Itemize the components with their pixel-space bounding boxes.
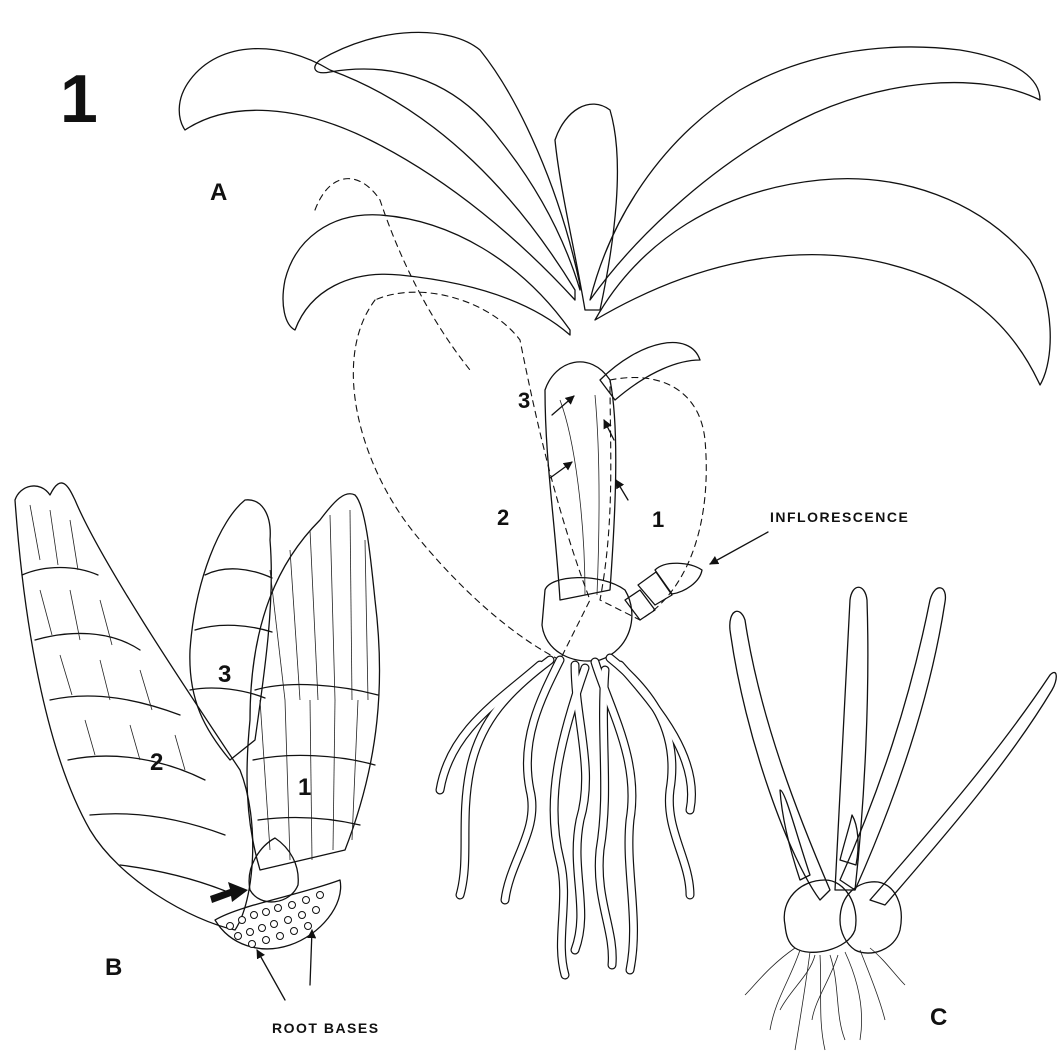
root-mass xyxy=(440,658,692,975)
panel-label-c: C xyxy=(930,1004,947,1031)
corm-1-ridges xyxy=(253,685,378,825)
sheath-line xyxy=(595,395,599,595)
leaf xyxy=(179,49,575,300)
leaf xyxy=(590,47,1040,300)
leaf xyxy=(315,32,580,290)
root-bases-arrow xyxy=(310,930,312,985)
corm-1 xyxy=(247,494,380,870)
inflorescence-pointer-arrow xyxy=(710,532,768,564)
arrow xyxy=(550,462,572,478)
leaf xyxy=(555,104,617,310)
new-corm xyxy=(542,578,632,661)
leaf xyxy=(840,588,945,890)
leaf xyxy=(600,343,700,400)
corm-marker-b1: 1 xyxy=(298,774,311,801)
corm-roots xyxy=(745,948,905,1050)
corm-bulb xyxy=(784,880,856,952)
corm-bud xyxy=(249,838,298,902)
bold-arrow xyxy=(210,882,248,903)
corm-2-outline xyxy=(353,292,590,660)
leaf xyxy=(283,215,570,335)
leaf xyxy=(595,179,1050,385)
corm-1-outline xyxy=(600,378,706,621)
corm-2-fibres xyxy=(30,505,185,770)
corm-3 xyxy=(190,500,271,760)
figure-number: 1 xyxy=(60,61,98,137)
sheath-line xyxy=(560,400,585,595)
corm-marker-a2: 2 xyxy=(497,505,509,530)
inflorescence-label: INFLORESCENCE xyxy=(770,509,909,525)
leaf xyxy=(870,673,1056,905)
arrow xyxy=(552,396,574,415)
panel-b-drawing xyxy=(15,483,380,1000)
panel-label-a: A xyxy=(210,179,227,206)
panel-a-drawing xyxy=(179,32,1050,975)
leaf xyxy=(730,611,830,900)
arrow xyxy=(616,480,628,500)
arrow xyxy=(604,420,614,440)
root-bases xyxy=(227,892,324,948)
panel-c-drawing xyxy=(730,587,1056,1050)
root-bases-arrow xyxy=(257,950,285,1000)
corm-marker-a1: 1 xyxy=(652,507,664,532)
corm-marker-b2: 2 xyxy=(150,749,163,776)
panel-label-b: B xyxy=(105,954,122,981)
corm-2 xyxy=(15,483,253,930)
root-bases-label: ROOT BASES xyxy=(272,1020,380,1036)
inflorescence xyxy=(625,563,702,620)
leaf xyxy=(840,815,858,865)
corm-2-ridges xyxy=(22,568,235,896)
leaf xyxy=(835,587,868,890)
corm-marker-b3: 3 xyxy=(218,661,231,688)
corm-marker-a3: 3 xyxy=(518,388,530,413)
corm-bulb xyxy=(840,882,901,953)
